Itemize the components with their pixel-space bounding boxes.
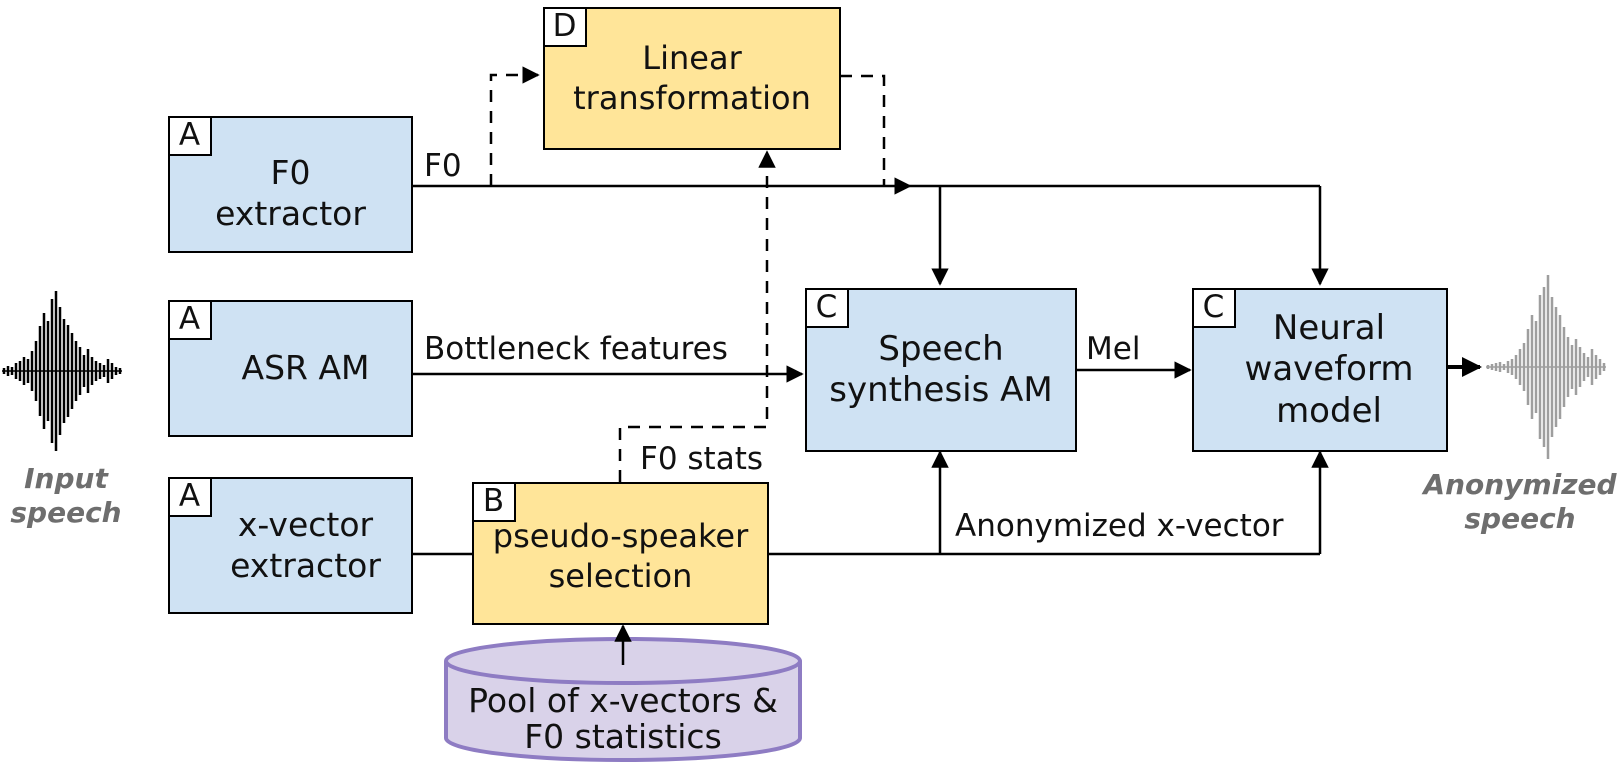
- anon-xvector-connector: [768, 450, 1329, 556]
- input-speech-label: Input speech: [10, 462, 122, 529]
- anon-xvector-edge-label: Anonymized x-vector: [955, 508, 1284, 544]
- block-label: Speech synthesis AM: [829, 328, 1053, 410]
- block-label: Linear transformation: [573, 39, 811, 117]
- anonymized-speech-label: Anonymized speech: [1423, 468, 1617, 535]
- block-tag: C: [804, 287, 849, 328]
- block-tag: A: [167, 476, 212, 517]
- f0-stats-edge-label: F0 stats: [640, 441, 764, 477]
- block-tag: B: [471, 481, 516, 522]
- block-tag: C: [1191, 287, 1236, 328]
- asr-am-block: A ASR AM: [167, 299, 413, 437]
- f0-edge-label: F0: [424, 148, 462, 184]
- block-label: ASR AM: [241, 348, 370, 388]
- block-label: pseudo-speaker selection: [492, 517, 749, 595]
- pool-label: Pool of x-vectors & F0 statistics: [468, 681, 778, 757]
- bottleneck-edge-label: Bottleneck features: [424, 331, 728, 367]
- xvector-extractor-block: A x-vector extractor: [167, 476, 413, 614]
- input-waveform-icon: [2, 291, 122, 451]
- block-label: Neural waveform model: [1244, 307, 1414, 431]
- f0-transform-dashed-connector: [489, 66, 886, 186]
- speech-synthesis-am-block: C Speech synthesis AM: [804, 287, 1077, 452]
- neural-waveform-model-block: C Neural waveform model: [1191, 287, 1448, 452]
- block-tag: A: [167, 299, 212, 340]
- f0-stats-dashed-connector: [618, 150, 776, 482]
- block-tag: A: [167, 115, 212, 156]
- pool-cylinder-icon: [444, 637, 802, 762]
- linear-transformation-block: D Linear transformation: [542, 6, 841, 150]
- output-waveform-icon: [1486, 275, 1606, 459]
- block-label: F0 extractor: [215, 153, 366, 233]
- mel-edge-label: Mel: [1086, 331, 1141, 367]
- f0-extractor-block: A F0 extractor: [167, 115, 413, 253]
- block-label: x-vector extractor: [230, 505, 381, 585]
- pseudo-speaker-selection-block: B pseudo-speaker selection: [471, 481, 769, 625]
- f0-connector: [412, 177, 1329, 286]
- block-tag: D: [542, 6, 587, 47]
